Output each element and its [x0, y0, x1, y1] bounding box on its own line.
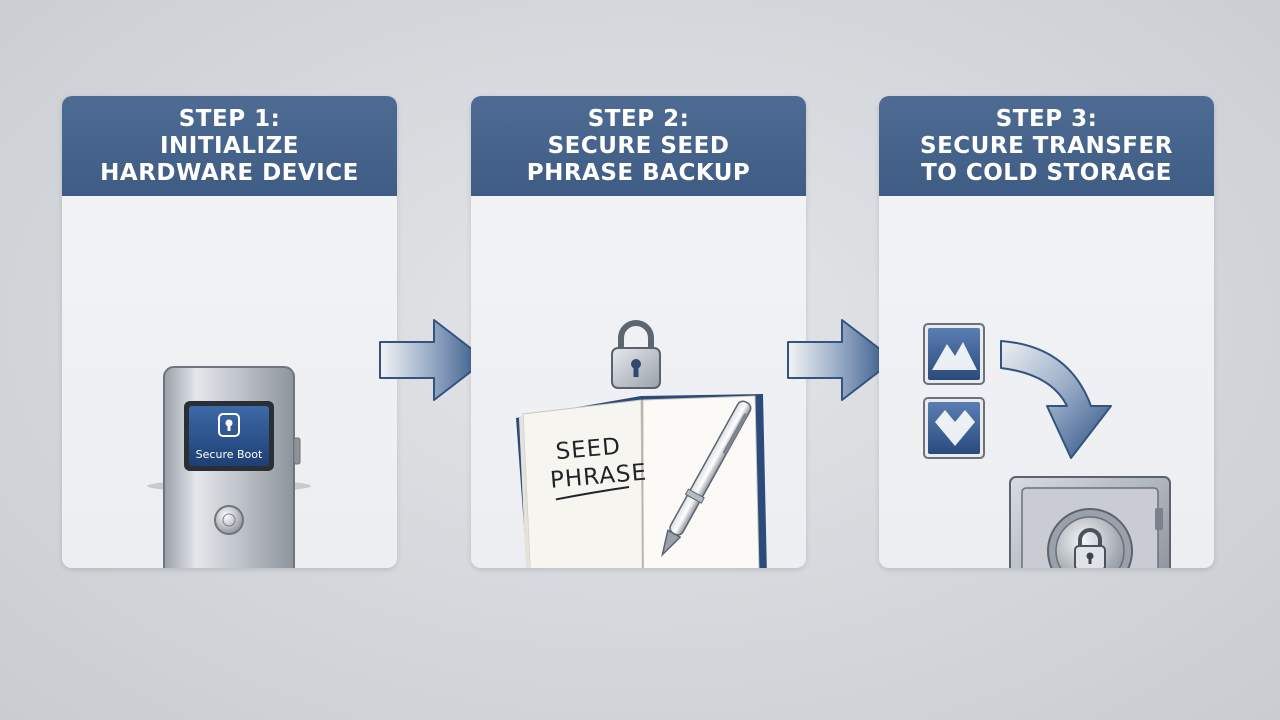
step-1-title-line-2: HARDWARE DEVICE [100, 159, 359, 186]
pen-icon [661, 400, 752, 558]
notebook-text-line-1: SEED [555, 434, 622, 466]
step-3-panel: STEP 3: SECURE TRANSFER TO COLD STORAGE [879, 96, 1214, 568]
step-3-title-line-2: TO COLD STORAGE [921, 159, 1172, 186]
step-2-header: STEP 2: SECURE SEED PHRASE BACKUP [471, 96, 806, 196]
step-3-header: STEP 3: SECURE TRANSFER TO COLD STORAGE [879, 96, 1214, 196]
device-screen-text: Secure Boot [196, 448, 263, 461]
crypto-token-icon [923, 323, 985, 385]
step-2-title-line-1: SECURE SEED [547, 132, 730, 159]
step-1-illustration: Secure Boot [62, 196, 397, 568]
notebook-icon: SEED PHRASE [516, 320, 767, 568]
right-arrow-icon [379, 319, 487, 401]
keyhole-icon [218, 413, 240, 437]
step-1-number: STEP 1: [178, 105, 281, 132]
curved-arrow-icon [1000, 340, 1112, 459]
crypto-token-icon [923, 397, 985, 459]
step-1-header: STEP 1: INITIALIZE HARDWARE DEVICE [62, 96, 397, 196]
padlock-icon [611, 320, 661, 389]
step-1-title-line-1: INITIALIZE [159, 132, 299, 159]
cold-storage-icon [923, 323, 1171, 568]
step-3-title-line-1: SECURE TRANSFER [920, 132, 1173, 159]
hardware-wallet-icon: Secure Boot [147, 366, 311, 568]
step-2-panel: STEP 2: SECURE SEED PHRASE BACKUP [471, 96, 806, 568]
step-1-panel: STEP 1: INITIALIZE HARDWARE DEVICE [62, 96, 397, 568]
step-2-illustration: SEED PHRASE [471, 196, 806, 568]
step-3-number: STEP 3: [995, 105, 1098, 132]
step-2-title-line-2: PHRASE BACKUP [526, 159, 751, 186]
step-3-illustration [879, 196, 1214, 568]
vault-icon [1009, 476, 1171, 568]
right-arrow-icon [787, 319, 895, 401]
step-2-number: STEP 2: [587, 105, 690, 132]
